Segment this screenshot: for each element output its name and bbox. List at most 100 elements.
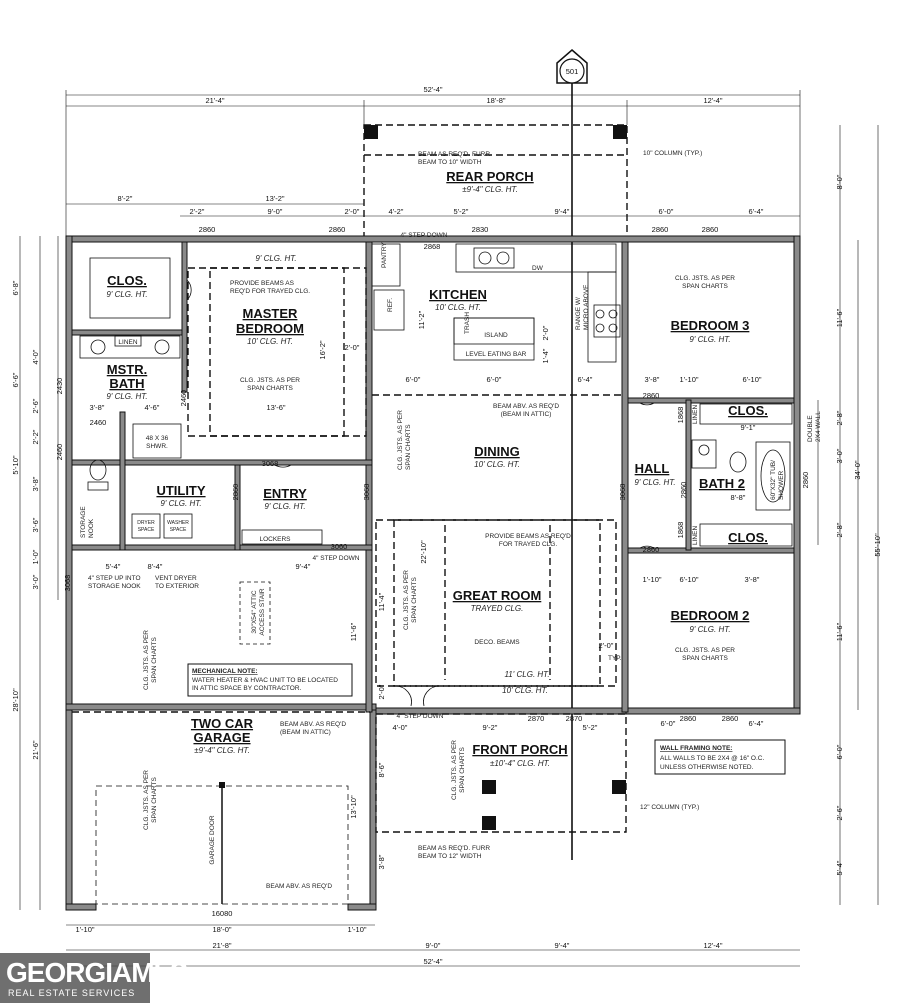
note-range-2: MICRO ABOVE: [583, 284, 590, 330]
bedroom3-clg: 9' CLG. HT.: [689, 335, 730, 344]
dim-bottom1-3: 1'-10": [347, 925, 366, 934]
section-number: 501: [566, 67, 579, 76]
note-step-up-2: STORAGE NOOK: [88, 583, 141, 590]
dim-right-a5: 2'-8": [835, 522, 844, 537]
dim-bottom2-3: 9'-4": [555, 941, 570, 950]
dim-top-3: 12'-4": [703, 96, 722, 105]
note-dryer-1: DRYER: [137, 520, 155, 526]
note-storage-2: NOOK: [88, 518, 95, 538]
dim-bottom2-1: 21'-8": [212, 941, 231, 950]
note-tub-1: 60"X32" TUB/: [770, 460, 777, 500]
note-clg-jsts-garage2-2: SPAN CHARTS: [151, 777, 158, 823]
note-tub-2: SHOWER: [778, 470, 785, 500]
dining: DINING 10' CLG. HT. CLG. JSTS. AS PER SP…: [397, 410, 520, 470]
kitchen-clg: 10' CLG. HT.: [435, 303, 481, 312]
dim-left-b2: 3'-8": [31, 476, 40, 491]
note-clg-jsts-master-2: SPAN CHARTS: [247, 385, 293, 392]
master-bedroom-clg: 10' CLG. HT.: [247, 337, 293, 346]
bedroom2-clg: 9' CLG. HT.: [689, 625, 730, 634]
dim-great-22-10: 22'-10": [419, 540, 428, 564]
dim-row3-3: 2'-0": [345, 207, 360, 216]
note-step-down-front: 4" STEP DOWN: [397, 713, 444, 720]
note-provide-beams-master-1: PROVIDE BEAMS AS: [230, 280, 295, 287]
clos-b2-name: CLOS.: [728, 530, 768, 545]
dim-b2-3-8: 1'-10": [642, 575, 661, 584]
note-storage-1: STORAGE: [80, 506, 87, 538]
note-dryer-2: SPACE: [138, 527, 155, 533]
note-clg-jsts-front-2: SPAN CHARTS: [459, 747, 466, 793]
door-tag-16: 1868: [676, 407, 685, 424]
rear-porch-name: REAR PORCH: [446, 169, 533, 184]
dim-bottom-total: 52'-4": [423, 957, 442, 966]
dim-kit-2-0: 2'-0": [541, 325, 550, 340]
dim-9-4: 9'-4": [296, 562, 311, 571]
note-beam-attic-kitchen-1: BEAM ABV. AS REQ'D: [493, 403, 559, 410]
dim-left-a2: 6'-6": [11, 372, 20, 387]
note-provide-beams-master-2: REQ'D FOR TRAYED CLG.: [230, 288, 310, 295]
dim-top-total: 52'-4": [423, 85, 442, 94]
dim-left-a1: 6'-8": [11, 280, 20, 295]
master-bedroom-name-1: MASTER: [243, 306, 299, 321]
front-porch: 4" STEP DOWN 4'-0" 9'-2" 5'-2" FRONT POR…: [375, 713, 786, 869]
great-room: PROVIDE BEAMS AS REQ'D FOR TRAYED CLG. G…: [345, 343, 622, 699]
dim-great-2-0: 2'-0": [377, 684, 386, 699]
dim-kit-6-4: 6'-4": [578, 375, 593, 384]
dim-mstr-2-0: 2'-0": [345, 343, 360, 352]
dim-right-34: 34'-0": [853, 460, 862, 479]
note-great-10: 10' CLG. HT.: [502, 686, 548, 695]
note-vent-dryer-2: TO EXTERIOR: [155, 583, 199, 590]
note-island: ISLAND: [484, 332, 508, 339]
note-pantry: PANTRY: [381, 242, 388, 268]
entry-name: ENTRY: [263, 486, 307, 501]
door-tag-2: 2860: [329, 225, 346, 234]
garage-name-1: TWO CAR: [191, 716, 254, 731]
note-washer-1: WASHER: [167, 520, 189, 526]
dim-right-a2: 11'-6": [835, 308, 844, 327]
dim-fp-5-2: 5'-2": [583, 723, 598, 732]
dim-8-4: 8'-4": [148, 562, 163, 571]
door-tag-24: 2860: [722, 714, 739, 723]
dim-b2-6-0: 6'-0": [661, 719, 676, 728]
door-tag-19: 1868: [676, 522, 685, 539]
dim-row2-2: 13'-2": [265, 194, 284, 203]
note-clg-jsts-garage-2: SPAN CHARTS: [151, 637, 158, 683]
note-beam-garage: BEAM ABV. AS REQ'D: [266, 883, 332, 890]
dim-row3-7: 6'-0": [659, 207, 674, 216]
logo-text: GEORGIAMLS: [6, 957, 188, 988]
mech-note-1: WATER HEATER & HVAC UNIT TO BE LOCATED: [192, 677, 338, 684]
dim-bath-3-8: 3'-8": [90, 403, 105, 412]
dim-bottom1-2: 18'-0": [212, 925, 231, 934]
garage-name-2: GARAGE: [193, 730, 250, 745]
dim-row3-4: 4'-2": [389, 207, 404, 216]
mstr-bath-name-2: BATH: [109, 376, 144, 391]
great-room-name: GREAT ROOM: [453, 588, 542, 603]
right-dimensions: 55'-10" 34'-0" 8'-0" 11'-6" 2'-8" 3'-0" …: [817, 125, 882, 905]
hall-bath2: CLOS. 9'-1" LINEN DOUBLE 2X4 WALL 60"X32…: [634, 403, 822, 547]
note-lockers: LOCKERS: [259, 536, 291, 543]
dim-bottom1-1: 1'-10": [75, 925, 94, 934]
dim-great-11-4: 11'-4": [377, 592, 386, 611]
note-provide-beams-great-1: PROVIDE BEAMS AS REQ'D: [485, 533, 571, 540]
bath2-size: 8'-8": [731, 493, 746, 502]
door-tag-26: 3068: [63, 575, 72, 592]
note-beam-front-1: BEAM AS REQ'D. FURR: [418, 845, 490, 852]
dim-bath-4-6: 4'-6": [145, 403, 160, 412]
dim-great-2-0b: 2'-0": [599, 641, 614, 650]
door-tag-3: 2860: [652, 225, 669, 234]
kitchen-name: KITCHEN: [429, 287, 487, 302]
master-suite: CLOS. 9' CLG. HT. 9' CLG. HT. PROVIDE BE…: [89, 254, 367, 437]
dim-left-a9: 28'-10": [11, 688, 20, 712]
master-bedroom-name-2: BEDROOM: [236, 321, 304, 336]
dim-fp-9-2: 9'-2": [483, 723, 498, 732]
dim-right-a8: 2'-6": [835, 805, 844, 820]
dim-b3-1-10: 1'-10": [679, 375, 698, 384]
georgia-mls-logo: GEORGIAMLS REAL ESTATE SERVICES: [0, 953, 188, 1003]
dim-row3-8: 6'-4": [749, 207, 764, 216]
front-porch-clg: ±10'-4" CLG. HT.: [490, 759, 550, 768]
note-beam-attic-garage-2: (BEAM IN ATTIC): [280, 729, 331, 736]
note-attic-stair-2: ACCESS STAIR: [259, 588, 266, 636]
dining-clg: 10' CLG. HT.: [474, 460, 520, 469]
door-tag-20: 3068: [618, 484, 627, 501]
dim-great-11-6: 11'-6": [349, 622, 358, 641]
note-clg-jsts-b3-1: CLG. JSTS. AS PER: [675, 275, 735, 282]
